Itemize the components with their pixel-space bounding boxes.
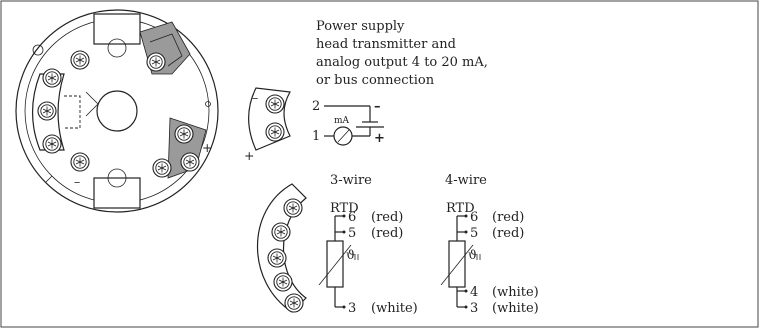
top-screw-2 bbox=[146, 52, 166, 72]
supply-plus-sign: + bbox=[374, 131, 385, 146]
four-wire-title: 4-wire bbox=[445, 173, 487, 188]
4w-color-5: (red) bbox=[492, 226, 524, 241]
meter-unit-label: mA bbox=[334, 116, 350, 126]
sensor-wire-dashed bbox=[64, 95, 81, 129]
four-wire-rtd-label: RTD bbox=[446, 201, 475, 216]
power-screw-1 bbox=[265, 122, 285, 142]
transmitter-tick-mark bbox=[45, 175, 53, 183]
terminal-1-label: 1 bbox=[312, 129, 320, 144]
three-wire-title: 3-wire bbox=[330, 173, 372, 188]
sensor-terminal-block bbox=[256, 183, 307, 313]
3w-color-6: (red) bbox=[371, 210, 403, 225]
sensor-screw-4 bbox=[273, 272, 293, 292]
right-screw-1 bbox=[174, 124, 194, 144]
transmitter-minus-mark: – bbox=[74, 174, 80, 189]
left-screw-3 bbox=[42, 134, 62, 154]
bottom-cutout bbox=[93, 177, 141, 209]
3w-node-6 bbox=[342, 214, 346, 218]
power-text-line-3: analog output 4 to 20 mA, bbox=[316, 55, 488, 70]
sensor-screw-5 bbox=[284, 293, 304, 313]
4w-color-6: (red) bbox=[492, 210, 524, 225]
4w-color-3: (white) bbox=[492, 301, 539, 316]
3w-num-5: 5 bbox=[348, 226, 356, 241]
sensor-screw-1 bbox=[283, 198, 303, 218]
supply-minus-sign: – bbox=[374, 99, 381, 114]
top-cutout bbox=[93, 13, 141, 45]
power-block-minus: – bbox=[252, 90, 258, 105]
4w-node-5 bbox=[464, 230, 468, 234]
right-screw-3 bbox=[180, 152, 200, 172]
power-terminal-block: – + bbox=[244, 87, 291, 163]
mounting-hole-bottom bbox=[107, 168, 127, 188]
3w-theta-symbol: ϑ bbox=[346, 247, 355, 262]
four-wire-diagram: 4-wire RTD ϑ 6 (red) 5 (red) 4 (white) 3… bbox=[440, 173, 539, 316]
terminal-2-label: 2 bbox=[312, 99, 320, 114]
4w-rtd-variable bbox=[440, 244, 474, 286]
4w-theta-symbol: ϑ bbox=[468, 247, 477, 262]
top-screw-1 bbox=[70, 50, 90, 70]
4w-color-4: (white) bbox=[492, 285, 539, 300]
bottom-screw-1 bbox=[70, 152, 90, 172]
power-screw-2 bbox=[265, 94, 285, 114]
4w-theta-marks bbox=[476, 254, 481, 260]
right-screw-2 bbox=[152, 158, 172, 178]
sensor-screw-2 bbox=[271, 222, 291, 242]
three-wire-diagram: 3-wire RTD ϑ 6 (red) 5 (red) 3 (white) bbox=[318, 173, 418, 316]
mounting-hole-left bbox=[32, 44, 44, 56]
power-text-line-4: or bus connection bbox=[316, 73, 435, 88]
3w-node-5 bbox=[342, 230, 346, 234]
power-text-line-1: Power supply bbox=[316, 19, 405, 34]
power-text-line-2: head transmitter and bbox=[316, 37, 456, 52]
3w-rtd-variable bbox=[318, 244, 352, 286]
3w-num-6: 6 bbox=[348, 210, 356, 225]
left-screw-1 bbox=[42, 68, 62, 88]
small-hole-right bbox=[205, 101, 211, 107]
3w-theta-marks bbox=[354, 254, 359, 260]
sensor-screw-3 bbox=[267, 248, 287, 268]
4w-node-3 bbox=[464, 305, 468, 309]
3w-num-3: 3 bbox=[348, 301, 356, 316]
3w-color-5: (red) bbox=[371, 226, 403, 241]
4w-num-4: 4 bbox=[470, 285, 478, 300]
4w-node-4 bbox=[464, 289, 468, 293]
power-circuit: 2 1 mA – + bbox=[312, 99, 385, 146]
4w-node-6 bbox=[464, 214, 468, 218]
head-transmitter: – + bbox=[15, 9, 219, 213]
sensor-arrow bbox=[85, 91, 99, 117]
label-plate-edge bbox=[149, 33, 183, 67]
4w-num-6: 6 bbox=[470, 210, 478, 225]
4w-num-3: 3 bbox=[470, 301, 478, 316]
center-hole bbox=[96, 90, 138, 132]
three-wire-rtd-label: RTD bbox=[330, 201, 359, 216]
4w-num-5: 5 bbox=[470, 226, 478, 241]
transmitter-plus-mark: + bbox=[202, 140, 212, 155]
ammeter-needle bbox=[337, 129, 350, 143]
3w-rtd-resistor bbox=[326, 240, 344, 288]
3w-node-3 bbox=[342, 305, 346, 309]
power-block-plus: + bbox=[244, 148, 254, 163]
left-screw-2 bbox=[37, 101, 57, 121]
3w-color-3: (white) bbox=[371, 301, 418, 316]
mounting-hole-top bbox=[107, 38, 127, 58]
4w-rtd-resistor bbox=[448, 240, 466, 288]
